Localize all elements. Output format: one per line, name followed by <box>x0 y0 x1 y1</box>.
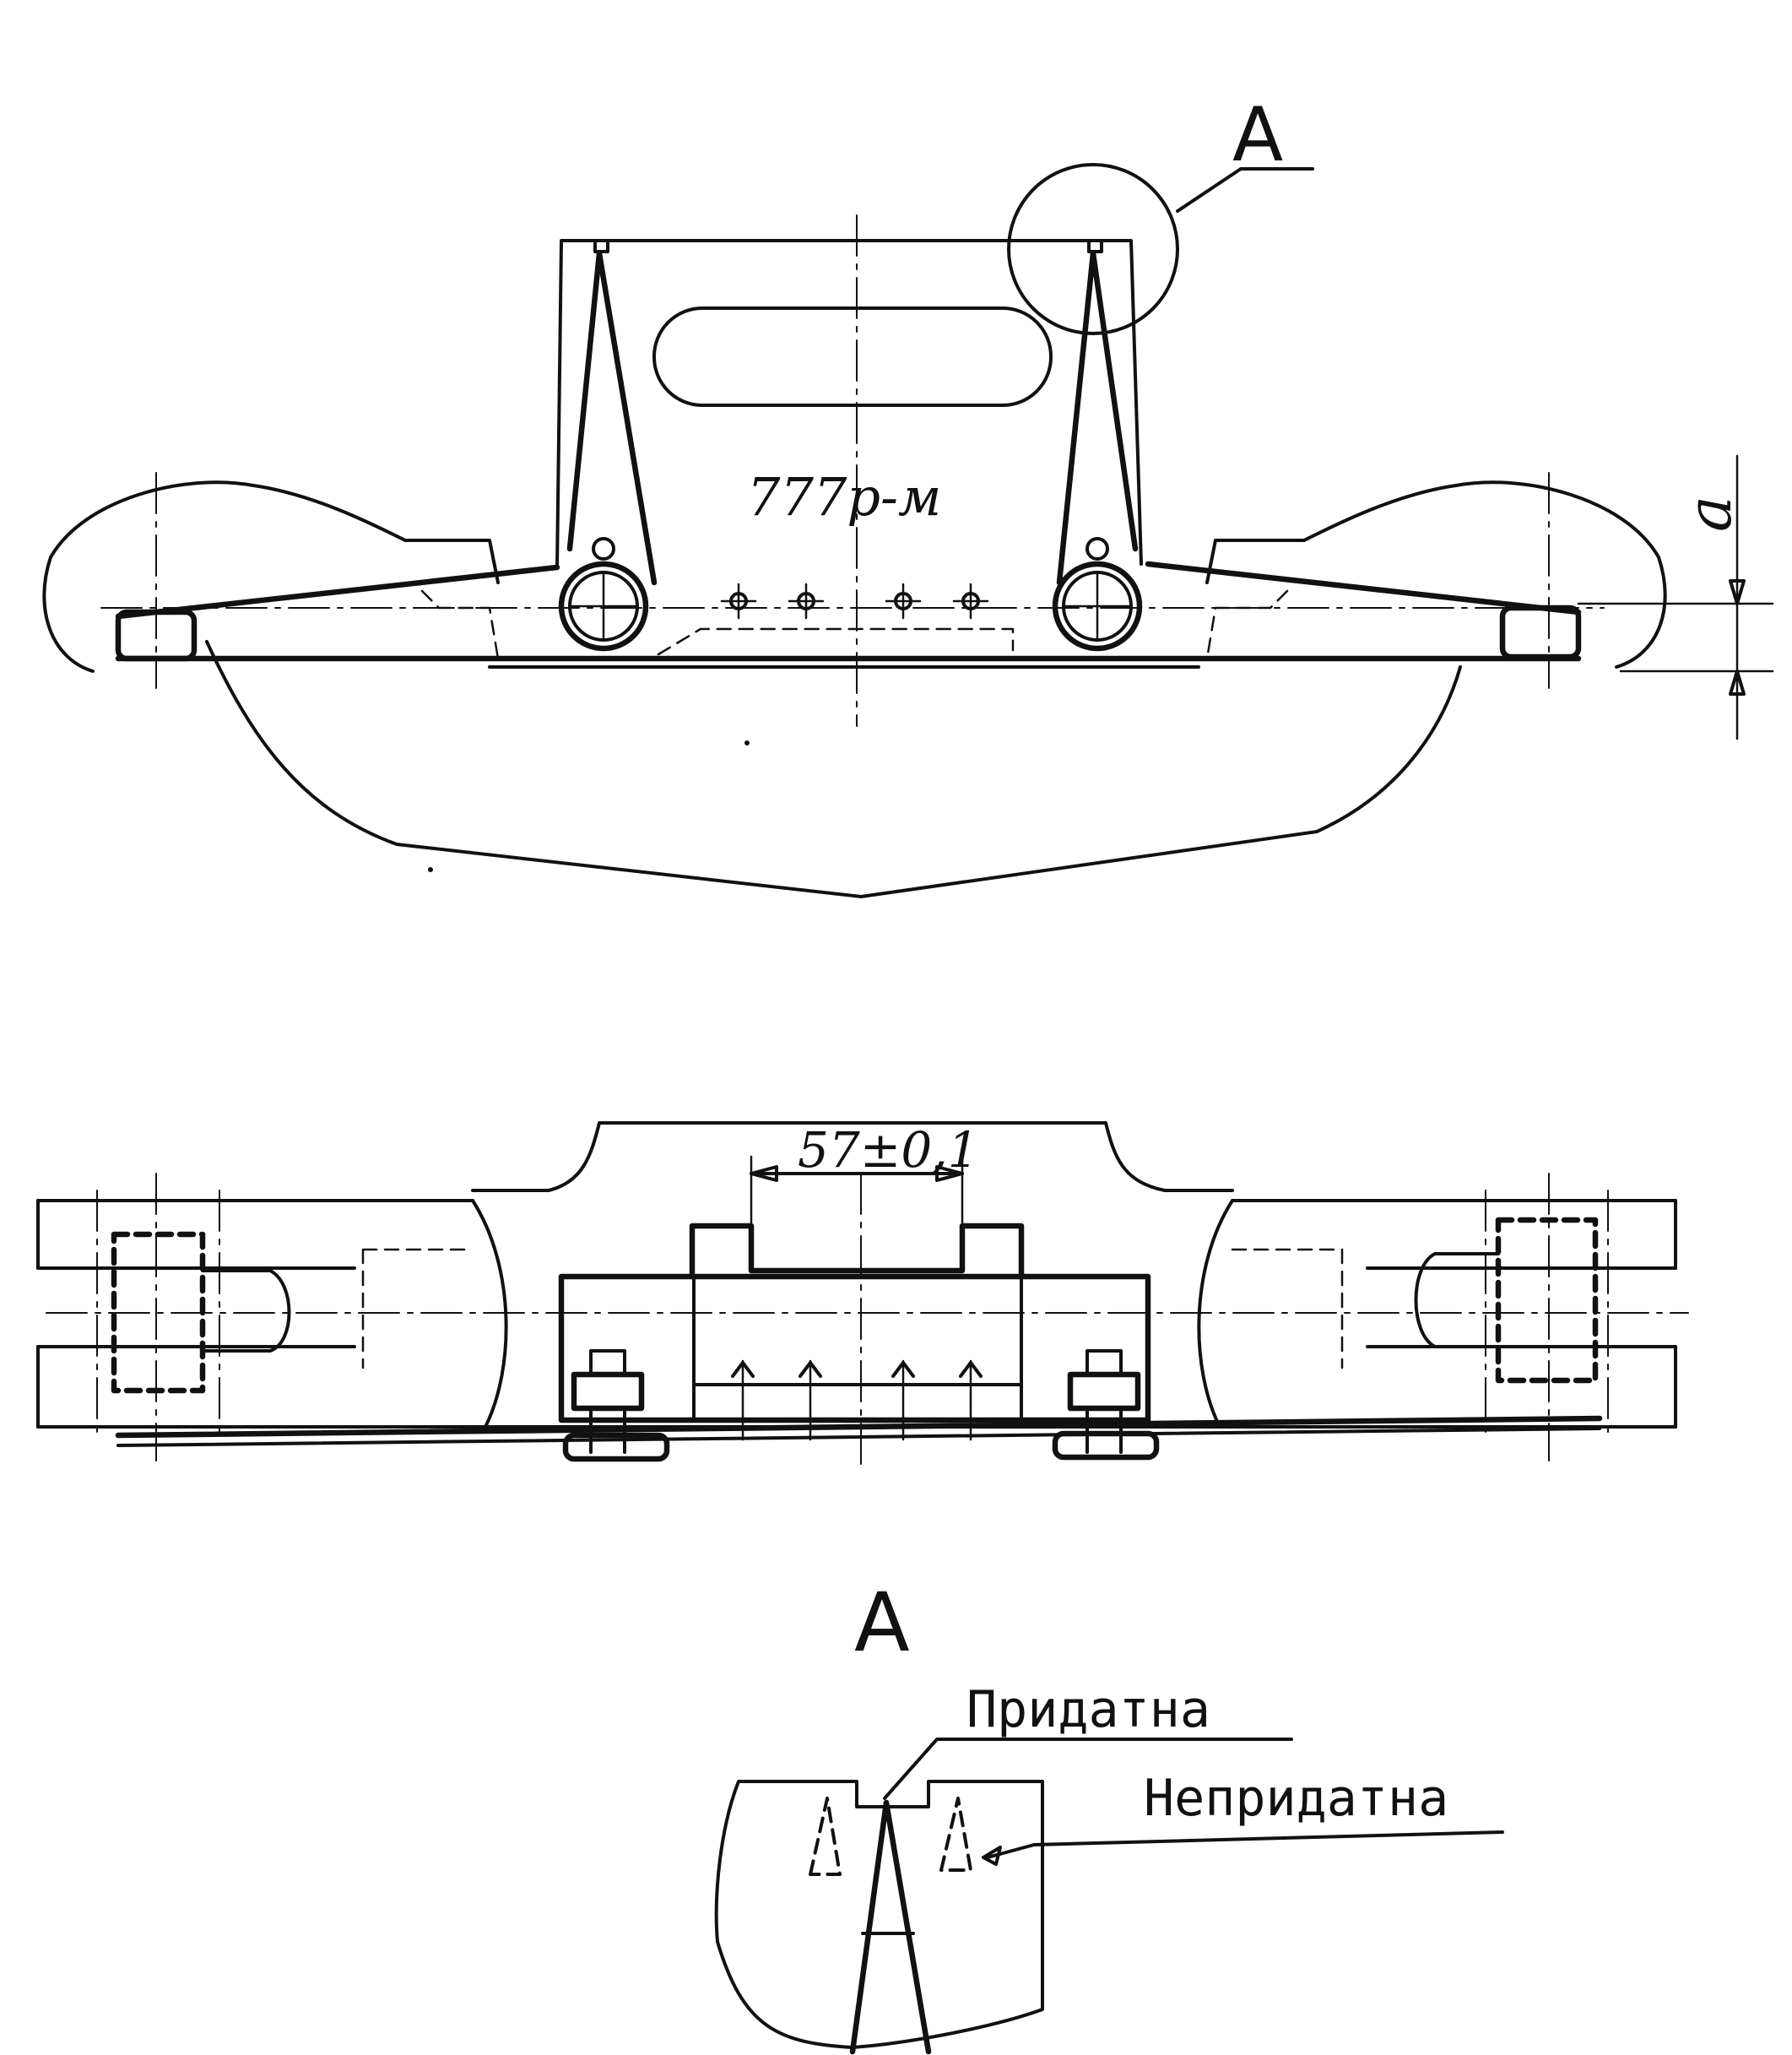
callout-bad-leader <box>986 1830 1504 1859</box>
left-wing-outer <box>42 480 407 673</box>
dimension-a: a <box>1577 454 1774 740</box>
detail-a-wedge <box>849 1799 932 2055</box>
right-bolt <box>1052 1349 1160 1461</box>
plan-hump-outline <box>471 1121 1234 1192</box>
plan-bottom-plate <box>115 1415 1603 1439</box>
detail-a-leader <box>1176 167 1314 213</box>
plan-centerline-left2 <box>96 1190 220 1436</box>
plan-bottom-plate-2 <box>116 1427 1601 1447</box>
plan-arc-right <box>1197 1199 1234 1429</box>
plan-bands <box>36 1199 1677 1429</box>
right-wing-inner <box>1205 539 1306 584</box>
detail-a-ghost-left <box>809 1797 842 1876</box>
detail-a-circle <box>1007 163 1179 335</box>
left-wing-dashed <box>420 589 500 660</box>
dimension-57: 57±0,1 <box>750 1121 979 1230</box>
right-pivot <box>1052 537 1143 652</box>
plan-centerline-right2 <box>1485 1190 1609 1436</box>
left-wing-top <box>115 564 560 620</box>
plan-left-tab <box>201 1269 291 1353</box>
tower-outline <box>555 239 1143 569</box>
stray-dot <box>428 867 433 872</box>
plan-arc-left <box>471 1199 508 1429</box>
right-wing-top <box>1145 561 1582 615</box>
rivet-row <box>720 583 989 620</box>
stray-dot <box>744 740 750 746</box>
right-support-pad <box>1499 605 1582 660</box>
dimension-57-label: 57±0,1 <box>798 1121 979 1179</box>
callout-bad-label: Непридатна <box>1144 1769 1448 1828</box>
callout-bad-arrow <box>982 1846 1002 1866</box>
left-bolt <box>562 1349 670 1462</box>
middle-view: 57±0,1 <box>36 1121 1689 1470</box>
callout-good-leader <box>883 1738 1293 1800</box>
left-pivot <box>558 537 649 652</box>
hidden-plate <box>657 627 1015 656</box>
right-wing-dashed <box>1205 589 1289 660</box>
plan-rivets <box>731 1359 983 1441</box>
plan-left-window <box>361 1248 474 1369</box>
tower-slot <box>652 306 1053 407</box>
detail-a-outline <box>714 1780 1044 2049</box>
part-number-label: 777р-м <box>747 466 941 528</box>
left-spring-wedge <box>566 250 658 586</box>
plan-inner-step <box>692 1275 1023 1420</box>
plan-right-clip <box>1495 1217 1599 1384</box>
left-wing-inner <box>403 539 500 584</box>
bolster-belly-outline <box>205 640 1462 898</box>
detail-a-reference: A <box>1232 91 1283 178</box>
plan-right-tab <box>1414 1252 1500 1348</box>
detail-a-title: A <box>854 1575 910 1670</box>
callout-good-label: Придатна <box>966 1680 1210 1739</box>
top-view: A 777р-м a <box>42 91 1774 898</box>
plan-center-box <box>558 1273 1151 1423</box>
plan-raised-block <box>689 1223 1025 1280</box>
plan-right-window <box>1231 1248 1344 1369</box>
dimension-a-label: a <box>1674 496 1745 532</box>
right-spring-wedge <box>1056 250 1139 586</box>
right-wing-outer <box>1302 480 1667 669</box>
detail-a-view: A Придатна Непридатна <box>714 1575 1504 2055</box>
detail-a-ghost-right <box>939 1797 972 1872</box>
